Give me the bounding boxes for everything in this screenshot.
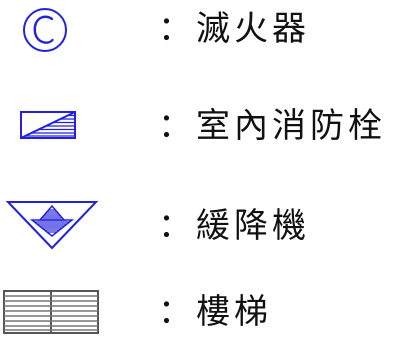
- legend-item-label: ：緩降機: [158, 206, 310, 246]
- legend-item-descending-device: ：緩降機: [0, 198, 404, 258]
- legend-item-fire-extinguisher: ：滅火器: [0, 2, 404, 62]
- stairs-icon: [3, 290, 99, 334]
- descending-device-icon: [6, 201, 98, 250]
- indoor-fire-hydrant-icon: [20, 111, 76, 139]
- legend-item-label: ：樓梯: [158, 292, 272, 332]
- fire-extinguisher-icon: [23, 8, 67, 52]
- legend-item-indoor-fire-hydrant: ：室內消防栓: [0, 100, 404, 160]
- legend-item-stairs: ：樓梯: [0, 283, 404, 343]
- legend-item-label: ：室內消防栓: [158, 106, 386, 146]
- legend-item-label: ：滅火器: [158, 9, 310, 49]
